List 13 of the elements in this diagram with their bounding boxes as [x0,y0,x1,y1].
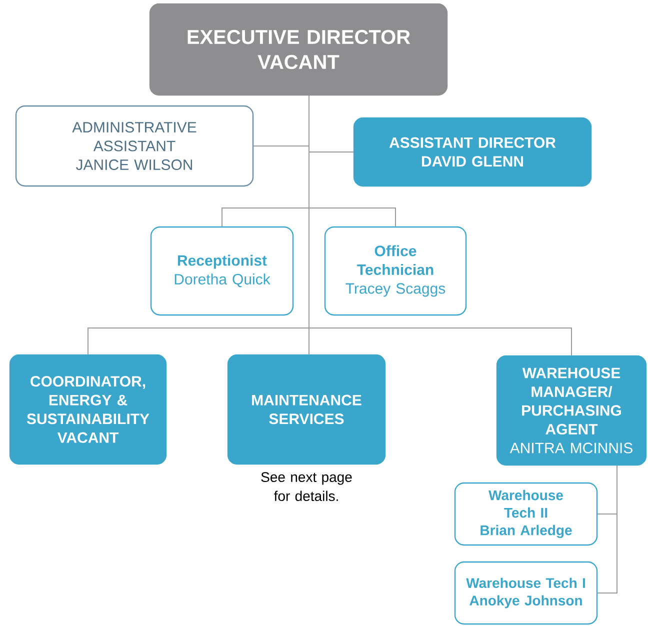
position-box: MAINTENANCE SERVICES [227,354,386,465]
position-box: EXECUTIVE DIRECTOR VACANT [149,3,448,96]
position-box: Warehouse Tech I Anokye Johnson [454,561,598,625]
position-box: ADMINISTRATIVE ASSISTANT JANICE WILSON [15,105,254,187]
position-box: Office Technician Tracey Scaggs [324,226,467,316]
position-box: Receptionist Doretha Quick [150,226,294,316]
note-text: See next page for details. [261,472,352,502]
position-box: COORDINATOR, ENERGY & SUSTAINABILITY VACANT [9,354,167,465]
connector-line [308,95,572,356]
position-box: ASSISTANT DIRECTOR DAVID GLENN [353,117,592,187]
position-box: Warehouse Tech II Brian Arledge [454,482,598,546]
position-box: WAREHOUSE MANAGER/ PURCHASING AGENT ANITRA MCINNIS [496,355,647,466]
connector-line [597,465,618,594]
